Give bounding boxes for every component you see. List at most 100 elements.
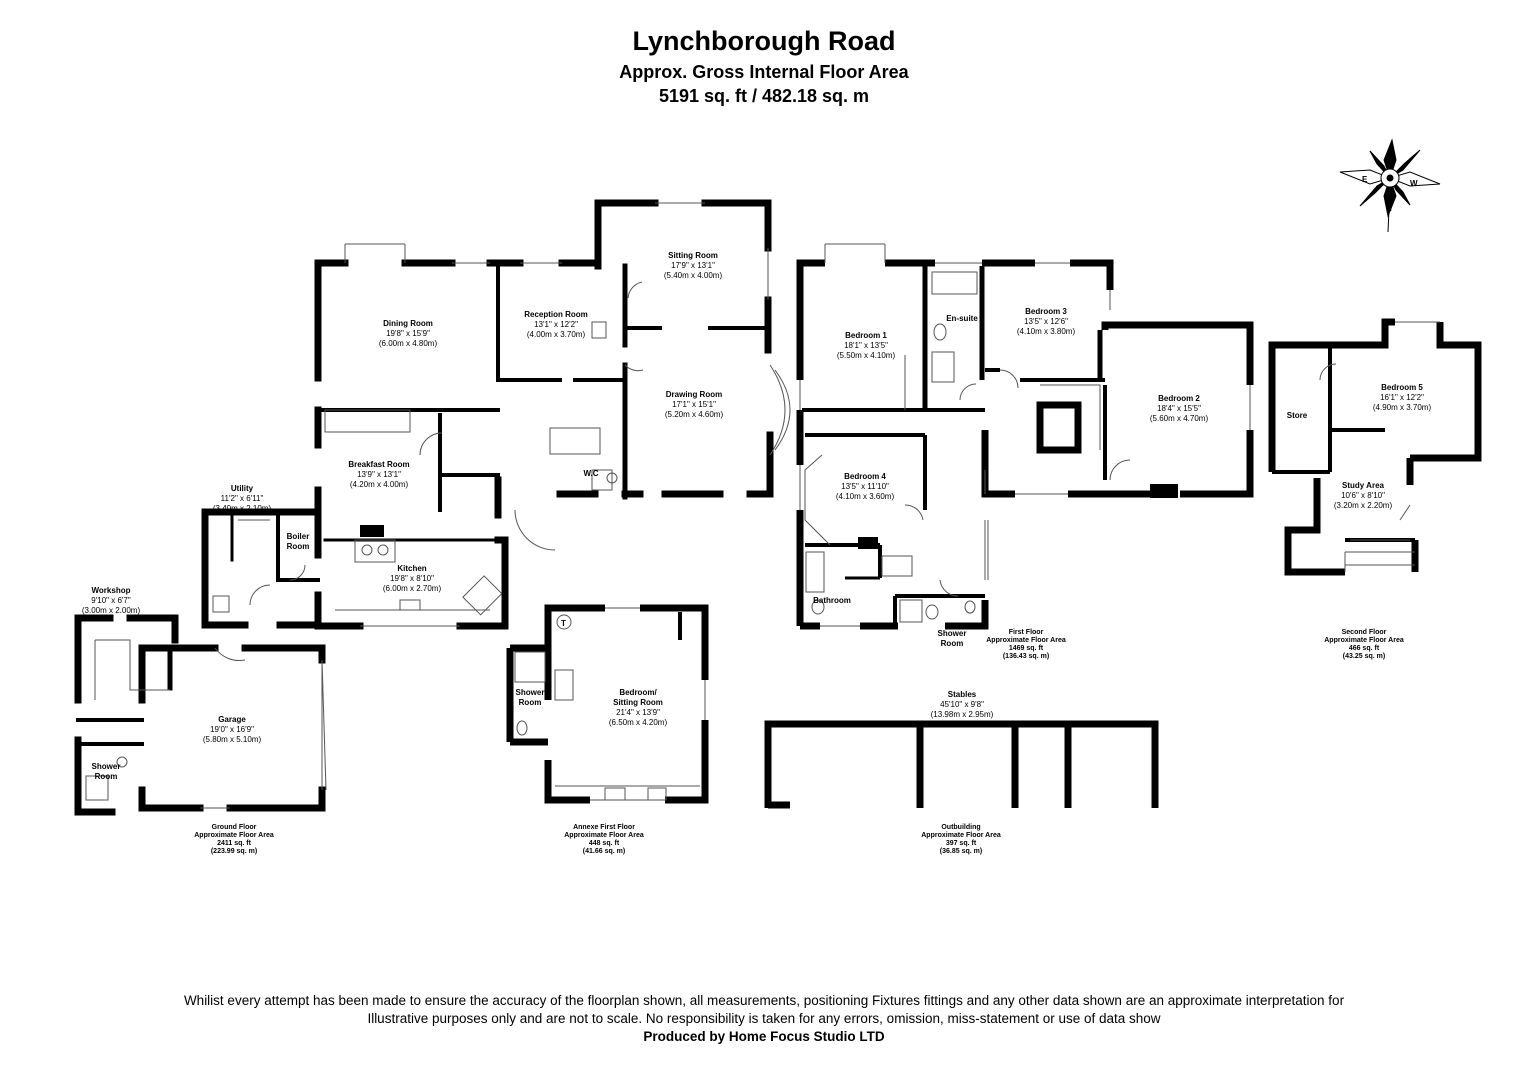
boiler-room-label-2: Room bbox=[287, 542, 310, 551]
second-floor-fixtures bbox=[1319, 321, 1440, 572]
garage-metric: (5.80m x 5.10m) bbox=[203, 735, 262, 744]
second-floor-sqft: 466 sq. ft bbox=[1349, 645, 1380, 652]
store-label: Store bbox=[1287, 411, 1308, 420]
reception-room-imperial: 13'1" x 12'2" bbox=[534, 320, 578, 329]
compass-n: N bbox=[1386, 204, 1392, 213]
bedroom-3-imperial: 13'5" x 12'6" bbox=[1024, 317, 1068, 326]
wc-label: W.C bbox=[583, 469, 598, 478]
tank-symbol: T bbox=[561, 619, 566, 628]
annexe-shower-room-label-1: Shower bbox=[516, 688, 545, 697]
first-floor-sqft: 1469 sq. ft bbox=[1009, 645, 1044, 652]
bedroom-sitting-imperial: 21'4" x 13'9" bbox=[616, 708, 660, 717]
breakfast-room-metric: (4.20m x 4.00m) bbox=[350, 480, 409, 489]
first-floor-label: Approximate Floor Area bbox=[986, 637, 1066, 644]
total-area: 5191 sq. ft / 482.18 sq. m bbox=[658, 86, 870, 106]
reception-room-name: Reception Room bbox=[524, 310, 588, 319]
compass-s: S bbox=[1388, 154, 1394, 163]
stables-name: Stables bbox=[948, 690, 977, 699]
bedroom-2-name: Bedroom 2 bbox=[1158, 394, 1200, 403]
utility-metric: (3.40m x 2.10m) bbox=[213, 504, 272, 513]
ground-floor-sqm: (223.99 sq. m) bbox=[211, 848, 257, 855]
producer-credit: Produced by Home Focus Studio LTD bbox=[643, 1029, 885, 1044]
workshop-metric: (3.00m x 2.00m) bbox=[82, 606, 141, 615]
outbuilding-sqft: 397 sq. ft bbox=[946, 840, 977, 847]
first-floor-name: First Floor bbox=[1009, 629, 1044, 636]
stables-walls bbox=[764, 720, 1159, 809]
drawing-room-imperial: 17'1" x 15'1" bbox=[672, 400, 716, 409]
breakfast-room-imperial: 13'9" x 13'1" bbox=[357, 470, 401, 479]
bedroom-5-name: Bedroom 5 bbox=[1381, 383, 1423, 392]
bedroom-5-imperial: 16'1" x 12'2" bbox=[1380, 393, 1424, 402]
second-floor-walls bbox=[1268, 318, 1482, 576]
bedroom-1-imperial: 18'1" x 13'5" bbox=[844, 341, 888, 350]
kitchen-name: Kitchen bbox=[397, 564, 426, 573]
ensuite-label: En-suite bbox=[946, 314, 978, 323]
compass-w: W bbox=[1410, 179, 1418, 188]
annexe-walls bbox=[506, 604, 709, 804]
stables-imperial: 45'10" x 9'8" bbox=[940, 700, 984, 709]
sitting-room-imperial: 17'9" x 13'1" bbox=[671, 261, 715, 270]
kitchen-imperial: 19'8" x 8'10" bbox=[390, 574, 434, 583]
annexe-floor-label: Approximate Floor Area bbox=[564, 832, 644, 839]
dining-room-metric: (6.00m x 4.80m) bbox=[379, 339, 438, 348]
dining-room-imperial: 19'8" x 15'9" bbox=[386, 329, 430, 338]
bedroom-1-name: Bedroom 1 bbox=[845, 331, 887, 340]
kitchen-metric: (6.00m x 2.70m) bbox=[383, 584, 442, 593]
ff-shower-room-label-2: Room bbox=[941, 639, 964, 648]
outbuilding-sqm: (36.85 sq. m) bbox=[940, 848, 982, 855]
bedroom-3-name: Bedroom 3 bbox=[1025, 307, 1067, 316]
drawing-room-name: Drawing Room bbox=[666, 390, 722, 399]
drawing-room-metric: (5.20m x 4.60m) bbox=[665, 410, 724, 419]
disclaimer-line-2: Illustrative purposes only and are not t… bbox=[367, 1011, 1161, 1026]
workshop-imperial: 9'10" x 6'7" bbox=[91, 596, 131, 605]
breakfast-room-name: Breakfast Room bbox=[348, 460, 409, 469]
garage-imperial: 19'0" x 16'9" bbox=[210, 725, 254, 734]
bedroom-sitting-metric: (6.50m x 4.20m) bbox=[609, 718, 668, 727]
second-floor-sqm: (43.25 sq. m) bbox=[1343, 653, 1385, 660]
first-floor-fixtures bbox=[799, 243, 1251, 627]
second-floor-name: Second Floor bbox=[1342, 629, 1387, 636]
bedroom-sitting-name-1: Bedroom/ bbox=[619, 688, 657, 697]
bedroom-1-metric: (5.50m x 4.10m) bbox=[837, 351, 896, 360]
sitting-room-name: Sitting Room bbox=[668, 251, 718, 260]
bathroom-label: Bathroom bbox=[813, 596, 851, 605]
ground-floor-walls bbox=[74, 199, 774, 816]
reception-room-metric: (4.00m x 3.70m) bbox=[527, 330, 586, 339]
annexe-fixtures bbox=[514, 607, 706, 801]
ff-shower-room-label-1: Shower bbox=[938, 629, 967, 638]
study-area-name: Study Area bbox=[1342, 481, 1384, 490]
utility-name: Utility bbox=[231, 484, 254, 493]
annexe-floor-sqm: (41.66 sq. m) bbox=[583, 848, 625, 855]
workshop-name: Workshop bbox=[92, 586, 131, 595]
ground-floor-sqft: 2411 sq. ft bbox=[217, 840, 252, 847]
bedroom-3-metric: (4.10m x 3.80m) bbox=[1017, 327, 1076, 336]
stables-metric: (13.98m x 2.95m) bbox=[931, 710, 994, 719]
second-floor-label: Approximate Floor Area bbox=[1324, 637, 1404, 644]
ground-floor-fixtures bbox=[85, 202, 791, 809]
bedroom-sitting-name-2: Sitting Room bbox=[613, 698, 663, 707]
outbuilding-name: Outbuilding bbox=[941, 824, 980, 831]
outbuilding-label: Approximate Floor Area bbox=[921, 832, 1001, 839]
plan-title: Lynchborough Road bbox=[632, 26, 896, 56]
compass-e: E bbox=[1362, 175, 1368, 184]
boiler-room-label-1: Boiler bbox=[287, 532, 310, 541]
annexe-shower-room-label-2: Room bbox=[519, 698, 542, 707]
compass-rose bbox=[1339, 138, 1441, 233]
study-area-imperial: 10'6" x 8'10" bbox=[1341, 491, 1385, 500]
study-area-metric: (3.20m x 2.20m) bbox=[1334, 501, 1393, 510]
bedroom-2-imperial: 18'4" x 15'5" bbox=[1157, 404, 1201, 413]
area-label: Approx. Gross Internal Floor Area bbox=[619, 62, 909, 82]
first-floor-walls bbox=[796, 259, 1254, 630]
annexe-floor-name: Annexe First Floor bbox=[573, 824, 635, 831]
ground-floor-label: Approximate Floor Area bbox=[194, 832, 274, 839]
ground-floor-name: Ground Floor bbox=[212, 824, 257, 831]
disclaimer-line-1: Whilist every attempt has been made to e… bbox=[183, 993, 1345, 1008]
bedroom-4-imperial: 13'5" x 11'10" bbox=[841, 482, 889, 491]
gf-shower-room-label-2: Room bbox=[95, 772, 118, 781]
annexe-floor-sqft: 448 sq. ft bbox=[589, 840, 620, 847]
utility-imperial: 11'2" x 6'11" bbox=[221, 494, 264, 503]
bedroom-4-name: Bedroom 4 bbox=[844, 472, 886, 481]
dining-room-name: Dining Room bbox=[383, 319, 433, 328]
bedroom-4-metric: (4.10m x 3.60m) bbox=[836, 492, 895, 501]
